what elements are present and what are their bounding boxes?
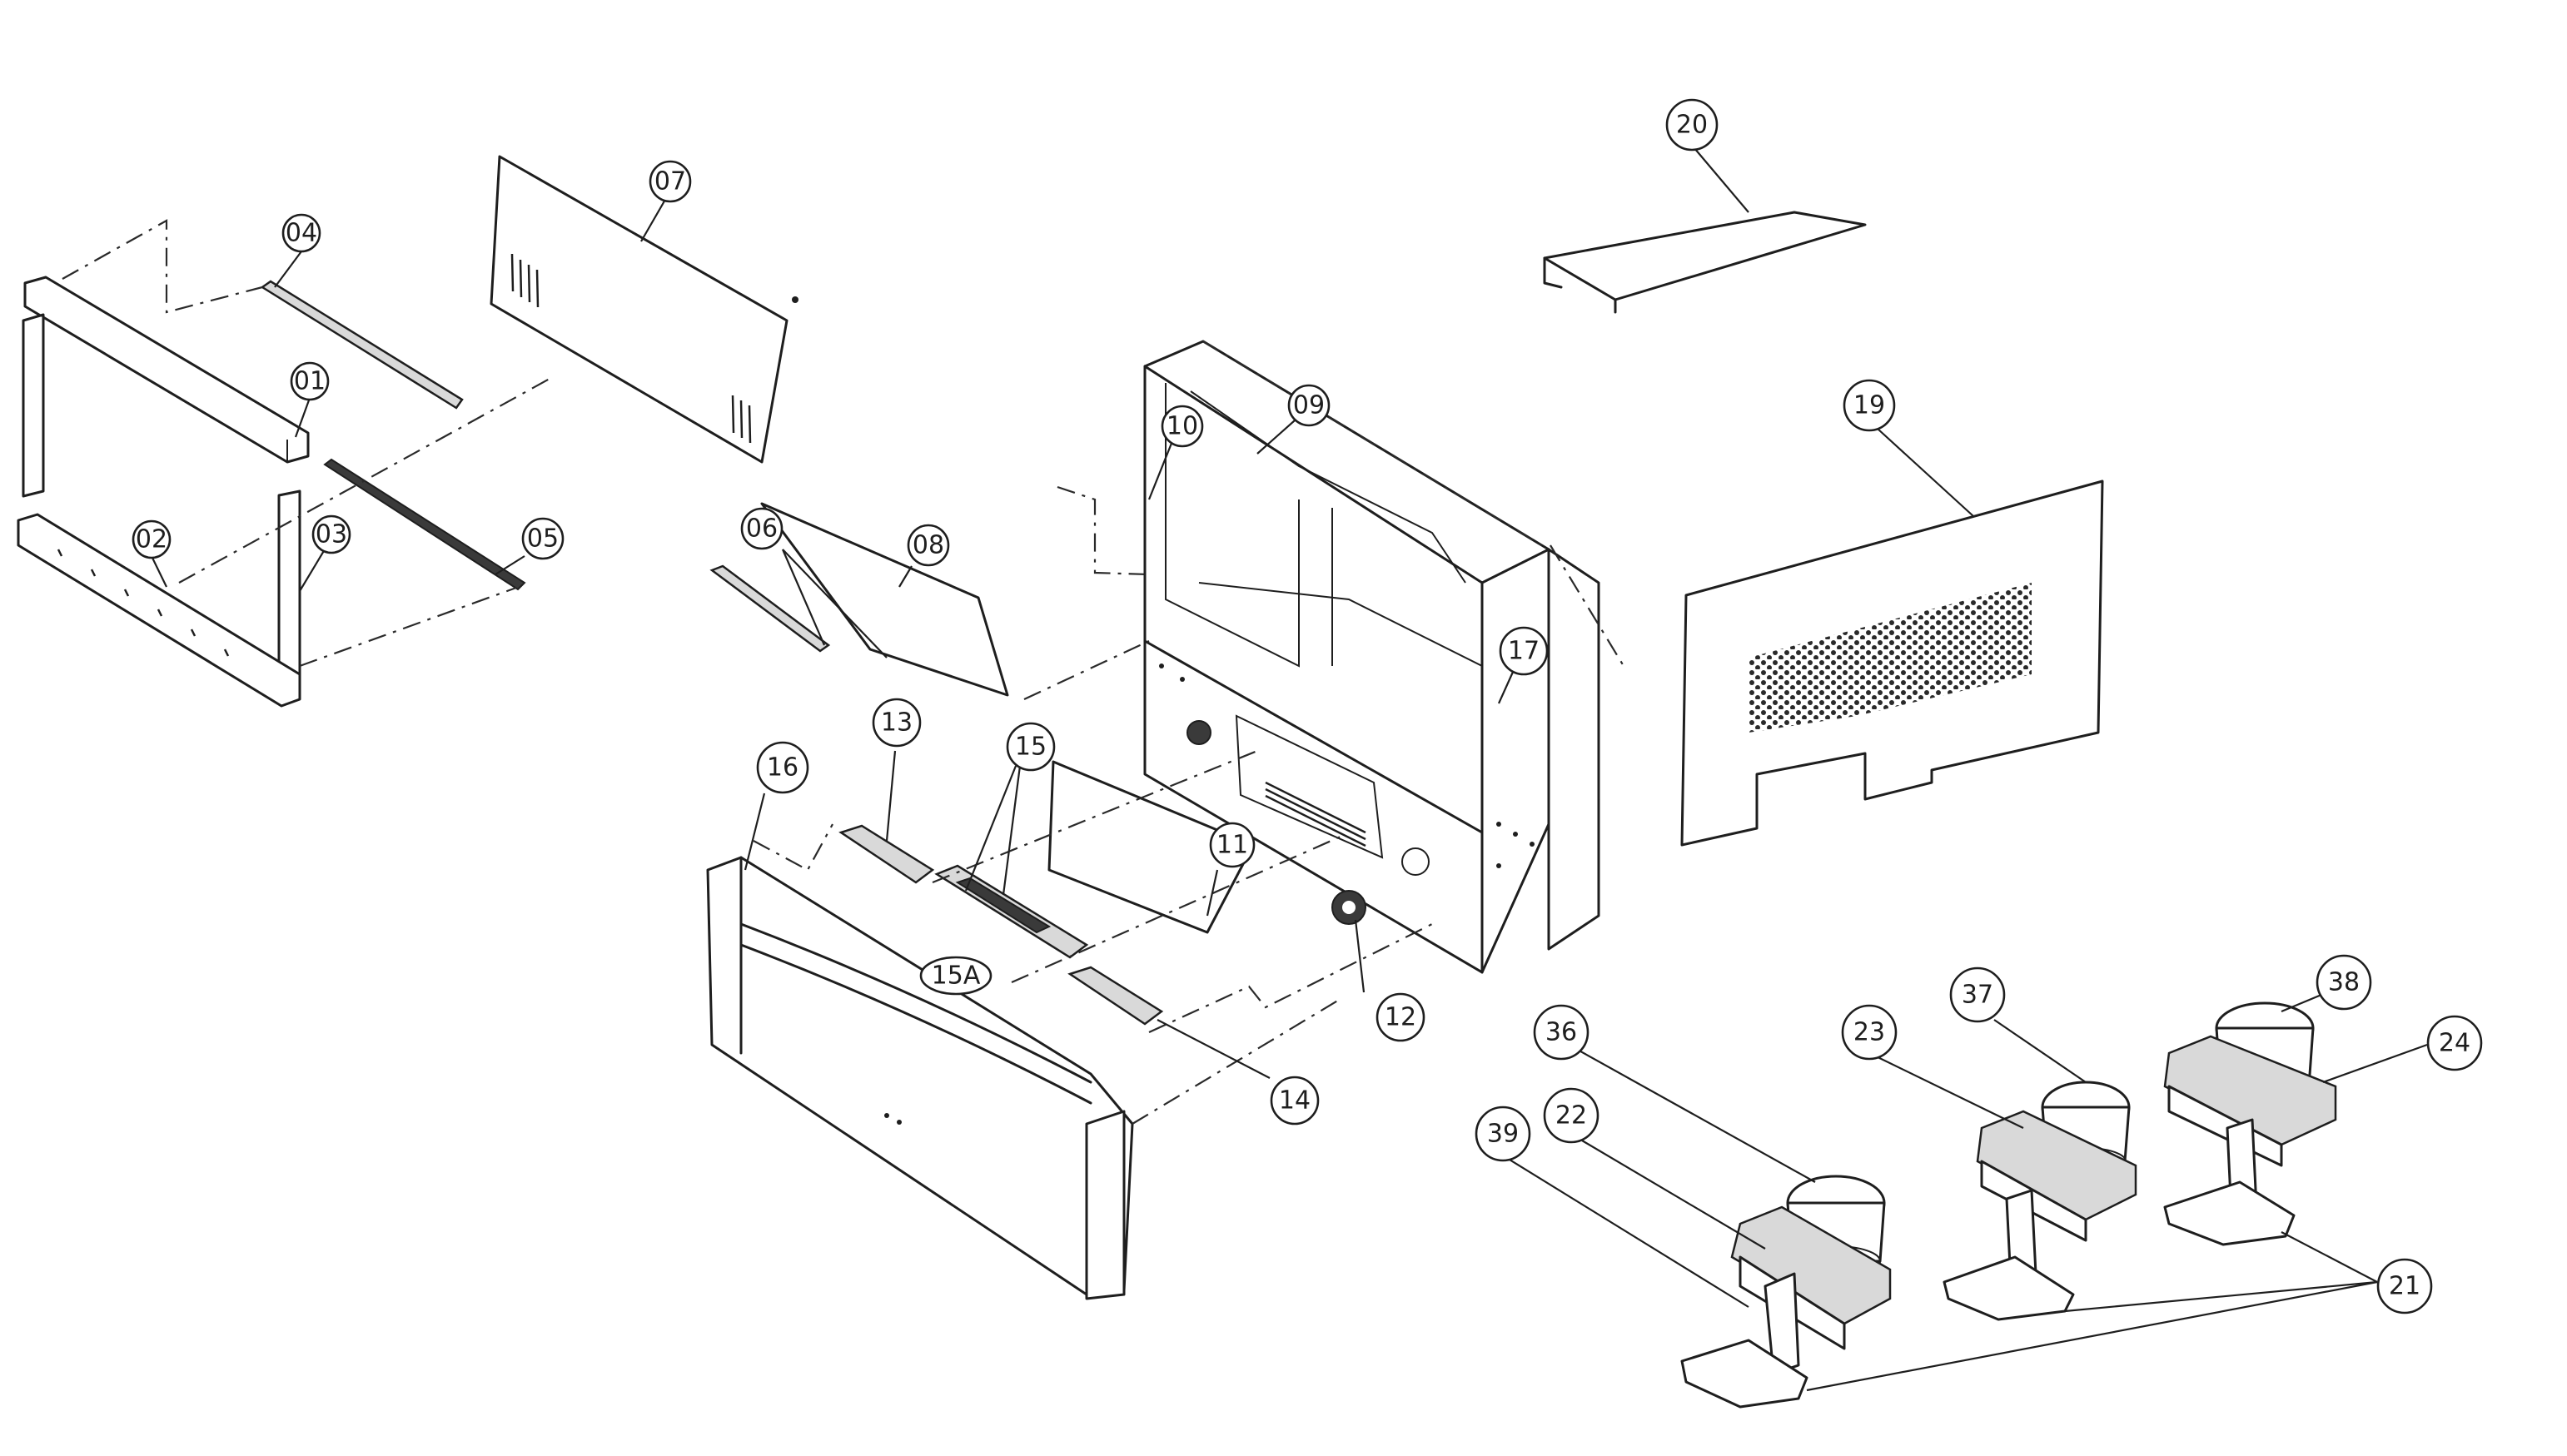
svg-text:36: 36 xyxy=(1545,1018,1577,1047)
svg-text:17: 17 xyxy=(1508,637,1540,666)
part-07-panel xyxy=(490,155,798,464)
callout-36: 36 xyxy=(1533,1004,1589,1061)
callout-12: 12 xyxy=(1376,992,1425,1042)
part-04-rail xyxy=(260,280,464,410)
svg-text:37: 37 xyxy=(1962,981,1993,1010)
callout-23: 23 xyxy=(1841,1004,1898,1061)
svg-text:14: 14 xyxy=(1279,1086,1311,1116)
callout-22: 22 xyxy=(1543,1087,1599,1144)
part-14-grille xyxy=(1067,966,1164,1026)
svg-text:38: 38 xyxy=(2328,968,2360,997)
part-16-front-base xyxy=(706,856,1134,1300)
svg-text:39: 39 xyxy=(1487,1120,1519,1149)
svg-text:20: 20 xyxy=(1676,111,1708,140)
callout-07: 07 xyxy=(649,160,692,203)
part-05-rail xyxy=(323,458,526,591)
part-20-shelf xyxy=(1543,211,1867,314)
callout-05: 05 xyxy=(521,517,565,560)
part-19-back-panel xyxy=(1680,480,2104,847)
svg-text:12: 12 xyxy=(1385,1003,1416,1032)
svg-text:11: 11 xyxy=(1216,831,1248,860)
svg-text:04: 04 xyxy=(286,219,317,248)
projection-tube-assembly-left xyxy=(1680,1175,1892,1409)
svg-text:03: 03 xyxy=(316,520,347,549)
svg-text:08: 08 xyxy=(913,531,944,560)
frame-assembly xyxy=(17,219,550,708)
svg-text:21: 21 xyxy=(2389,1272,2420,1301)
callout-21: 21 xyxy=(2376,1258,2433,1314)
callout-37: 37 xyxy=(1949,967,2006,1023)
part-09-cabinet xyxy=(1143,340,1600,974)
callout-02: 02 xyxy=(132,519,172,559)
svg-text:10: 10 xyxy=(1167,412,1198,441)
svg-text:16: 16 xyxy=(767,753,798,783)
callout-17: 17 xyxy=(1499,626,1549,676)
projection-tube-assembly-center xyxy=(1943,1081,2137,1321)
part-12-speaker xyxy=(1331,890,1366,925)
callout-04: 04 xyxy=(281,213,321,253)
part-01-top-bar xyxy=(23,276,310,464)
callout-15a: 15A xyxy=(919,956,992,996)
svg-text:09: 09 xyxy=(1293,391,1325,420)
svg-text:05: 05 xyxy=(527,524,559,554)
callout-15: 15 xyxy=(1006,722,1056,772)
part-13-grille xyxy=(838,824,935,884)
callout-01: 01 xyxy=(290,361,330,401)
callout-08: 08 xyxy=(907,524,950,567)
svg-text:15: 15 xyxy=(1015,733,1047,762)
part-left-post xyxy=(22,313,45,498)
callout-14: 14 xyxy=(1270,1076,1320,1126)
svg-text:24: 24 xyxy=(2439,1029,2470,1058)
svg-text:01: 01 xyxy=(294,367,326,396)
callout-38: 38 xyxy=(2316,954,2372,1011)
svg-text:06: 06 xyxy=(746,514,778,544)
svg-text:22: 22 xyxy=(1555,1101,1587,1131)
callout-09: 09 xyxy=(1287,384,1331,427)
leader-lines xyxy=(151,147,2428,1392)
callout-39: 39 xyxy=(1475,1106,1531,1162)
callout-03: 03 xyxy=(311,514,351,554)
svg-text:15A: 15A xyxy=(932,962,981,991)
callout-13: 13 xyxy=(872,698,922,748)
svg-text:02: 02 xyxy=(136,525,167,554)
callout-10: 10 xyxy=(1161,405,1204,448)
svg-text:07: 07 xyxy=(654,167,686,196)
svg-text:23: 23 xyxy=(1853,1018,1885,1047)
callout-24: 24 xyxy=(2426,1015,2483,1071)
callout-11: 11 xyxy=(1209,822,1256,868)
part-06-bracket xyxy=(709,564,831,653)
part-03-post xyxy=(277,489,301,680)
callout-16: 16 xyxy=(756,741,809,794)
svg-text:19: 19 xyxy=(1853,391,1885,420)
projection-tube-assembly-right xyxy=(2163,1001,2337,1246)
part-15-control-board xyxy=(934,864,1089,959)
ventilation-grid xyxy=(1749,583,2032,733)
callout-19: 19 xyxy=(1843,379,1896,432)
callout-20: 20 xyxy=(1665,98,1719,152)
svg-text:13: 13 xyxy=(881,708,913,738)
part-08-panel xyxy=(760,502,1009,697)
callout-06: 06 xyxy=(740,507,784,550)
